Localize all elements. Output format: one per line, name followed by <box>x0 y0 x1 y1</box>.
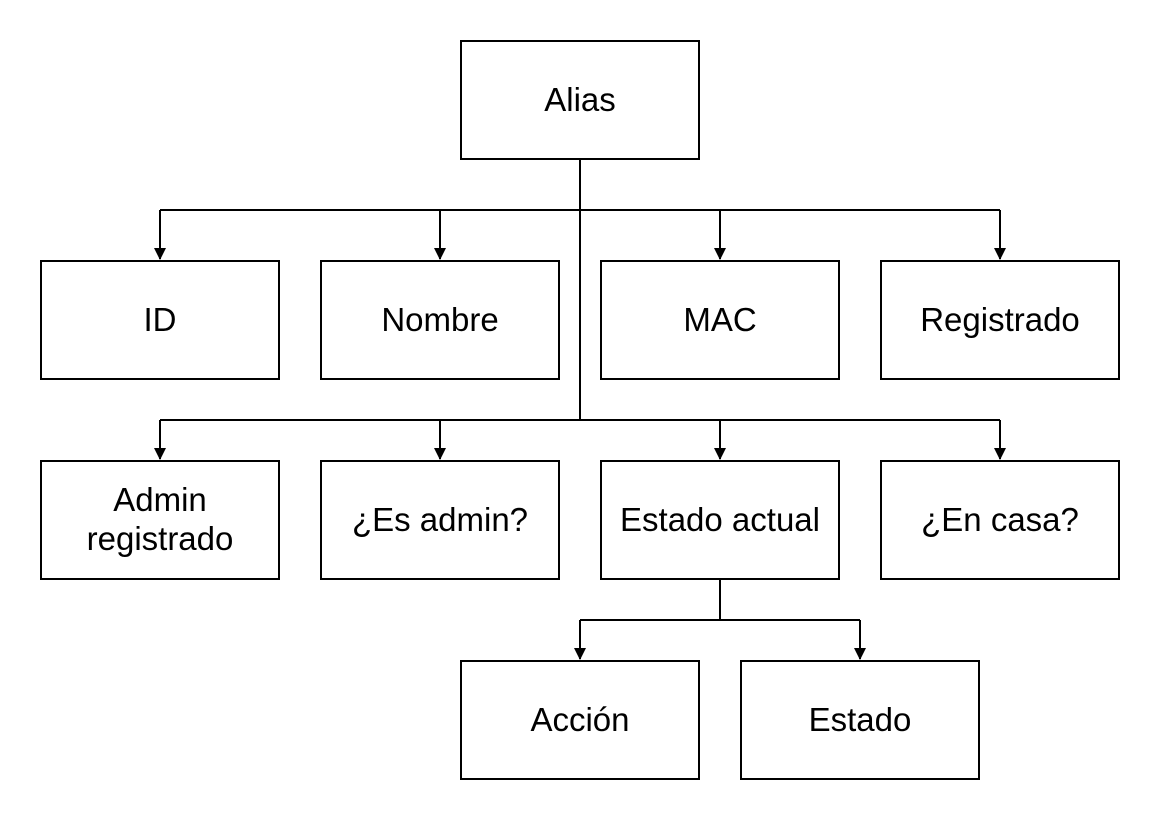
node-alias: Alias <box>460 40 700 160</box>
node-admin-registrado-label: Admin registrado <box>86 481 234 557</box>
node-en-casa: ¿En casa? <box>880 460 1120 580</box>
node-accion-label: Acción <box>530 700 630 738</box>
node-registrado-label: Registrado <box>920 300 1080 338</box>
node-estado: Estado <box>740 660 980 780</box>
node-alias-label: Alias <box>544 80 616 118</box>
node-estado-label: Estado <box>808 700 912 738</box>
node-nombre: Nombre <box>320 260 560 380</box>
node-registrado: Registrado <box>880 260 1120 380</box>
node-nombre-label: Nombre <box>381 300 499 338</box>
node-id: ID <box>40 260 280 380</box>
node-en-casa-label: ¿En casa? <box>921 500 1079 538</box>
node-es-admin-label: ¿Es admin? <box>351 500 529 538</box>
node-mac-label: MAC <box>683 300 757 338</box>
node-estado-actual: Estado actual <box>600 460 840 580</box>
node-id-label: ID <box>143 300 177 338</box>
node-admin-registrado: Admin registrado <box>40 460 280 580</box>
node-accion: Acción <box>460 660 700 780</box>
node-es-admin: ¿Es admin? <box>320 460 560 580</box>
node-mac: MAC <box>600 260 840 380</box>
node-estado-actual-label: Estado actual <box>620 500 820 538</box>
